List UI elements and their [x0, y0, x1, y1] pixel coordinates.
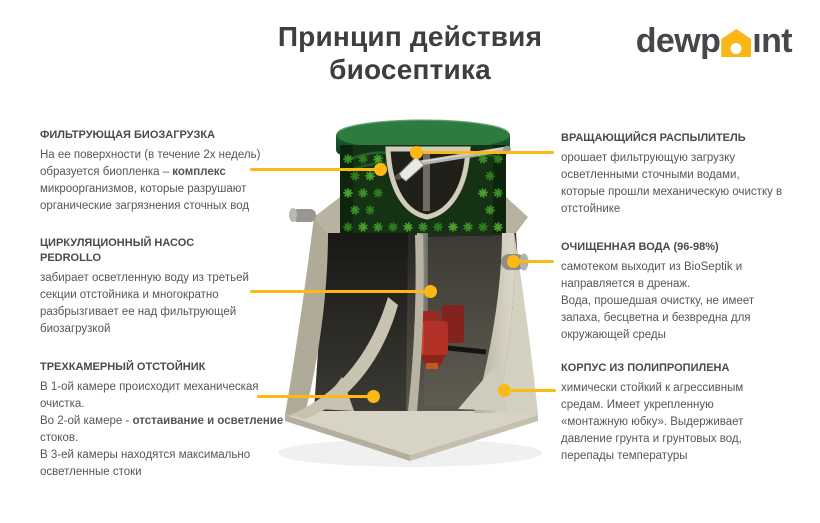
circulation-pump [414, 305, 487, 369]
callout-line-pump [250, 290, 431, 293]
callout-dot-filter [374, 163, 387, 176]
annotation-filtering-bioload: ФИЛЬТРУЮЩАЯ БИОЗАГРУЗКА На ее поверхности… [40, 128, 308, 215]
dewpoint-logo: dewp ınt [635, 22, 793, 60]
annotation-title: КОРПУС ИЗ ПОЛИПРОПИЛЕНА [561, 362, 730, 374]
page-title-line1: Принцип действия [277, 21, 543, 52]
central-pipe [417, 215, 428, 345]
tank-interior [314, 233, 528, 411]
annotation-rotating-sprayer: ВРАЩАЮЩИЙСЯ РАСПЫЛИТЕЛЬ орошает фильтрующ… [561, 131, 820, 218]
annotation-title: ОЧИЩЕННАЯ ВОДА (96-98%) [561, 241, 719, 253]
logo-text-prefix: dewp [635, 22, 721, 60]
page-title-line2: биосептика [329, 54, 491, 85]
funnel-cut [385, 146, 471, 220]
annotation-body: На ее поверхности (в течение 2х недель)о… [40, 149, 261, 212]
annotation-polypropylene-housing: КОРПУС ИЗ ПОЛИПРОПИЛЕНА химически стойкий… [561, 361, 820, 465]
bioseptic-cutaway-illustration [278, 119, 542, 467]
annotation-title: ФИЛЬТРУЮЩАЯ БИОЗАГРУЗКА [40, 129, 216, 141]
page-title: Принцип действия биосептика [228, 20, 592, 86]
callout-line-housing [511, 389, 556, 392]
callout-dot-pump [424, 285, 437, 298]
callout-dot-settler [367, 390, 380, 403]
callout-dot-sprayer [410, 146, 423, 159]
tank-lid [336, 119, 510, 155]
house-icon [721, 29, 752, 57]
annotation-title: ВРАЩАЮЩИЙСЯ РАСПЫЛИТЕЛЬ [561, 132, 746, 144]
annotation-title: ТРЕХКАМЕРНЫЙ ОТСТОЙНИК [40, 361, 206, 373]
callout-line-clean-water [519, 260, 554, 263]
logo-text-suffix: ınt [752, 22, 792, 60]
annotation-purified-water: ОЧИЩЕННАЯ ВОДА (96-98%) самотеком выходит… [561, 240, 820, 344]
callout-line-sprayer [423, 151, 554, 154]
callout-dot-housing [498, 384, 511, 397]
filter-media [340, 145, 506, 234]
callout-line-settler [257, 395, 374, 398]
callout-dot-clean-water [507, 255, 520, 268]
callout-line-filter [250, 168, 382, 171]
annotation-three-chamber-settler: ТРЕХКАМЕРНЫЙ ОТСТОЙНИК В 1-ой камере прои… [40, 360, 308, 481]
